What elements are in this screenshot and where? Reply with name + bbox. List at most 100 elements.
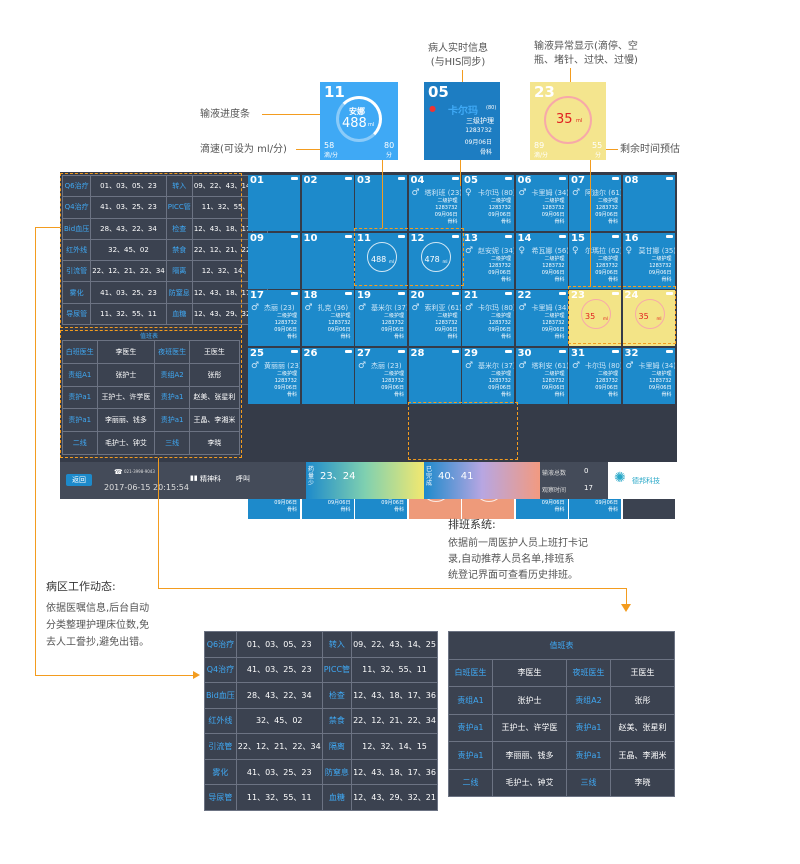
bed-tile[interactable]: 09 [248,232,300,289]
bed-number: 26 [303,347,318,359]
bed-tile[interactable]: 10 [301,232,354,289]
phone-icon: ☎ [114,468,123,476]
bed-number: 28 [410,347,425,359]
bed-number: 09 [250,232,264,244]
duty-role: 二线 [448,768,493,797]
ward-beds: 41、03、25、23 [235,758,323,786]
callout-volume: 35 [556,112,573,127]
annotation-patient-info: 病人实时信息 (与HIS同步) [428,43,488,68]
duty-staff: 李晓 [609,768,676,797]
duty-role: 二线 [62,431,98,455]
ring-unit: ml [389,258,395,264]
company-logo: ✺ 德邦科技 [608,462,677,499]
bed-tile[interactable]: 26 [301,347,354,404]
gender-icon: ♀ [572,245,579,256]
ward-category: 转入 [165,174,193,198]
battery-icon [612,349,619,353]
ward-beds: 11、32、55、11 [235,784,323,811]
gender-icon: ♂ [625,360,634,371]
bed-number: 20 [410,290,425,301]
ward-category: 血糖 [165,302,193,326]
ring-volume: 35 [638,312,649,321]
battery-icon [505,234,512,238]
battery-icon [291,177,298,180]
ward-category: 检查 [165,217,193,240]
bed-number: 01 [250,175,264,186]
battery-icon [291,349,298,353]
bed-tile[interactable]: 01 [248,175,300,231]
bed-number: 25 [250,347,264,359]
bed-number: 31 [571,347,585,359]
bed-tile[interactable]: 08 [622,175,675,231]
ward-category: 红外线 [204,707,237,735]
bed-tile[interactable]: 28 [408,347,461,404]
gender-icon: ♂ [465,245,474,256]
ward-category: Bid血压 [204,682,237,709]
bed-tile[interactable]: 02 [301,175,354,231]
callout-care-level: 三级护理 [466,117,494,125]
progress-ring [634,299,665,329]
battery-icon [398,292,405,295]
battery-icon [665,349,673,353]
battery-icon [665,177,673,180]
progress-ring [420,241,451,272]
duty-title-small: 值班表 [140,333,159,340]
duty-row: 白班医生李医生夜班医生王医生 [62,340,241,364]
return-button[interactable]: 返回 [66,474,92,486]
ward-category: PICC管 [321,656,353,684]
duty-staff: 毛护士、钟艾 [96,431,156,455]
phone-number: 021-3998-9043 [124,469,155,474]
bed-number: 12 [410,232,425,244]
patient-name: 索利亚 (61) [424,304,461,312]
low-drug-panel: 药量少 23、24 [306,462,424,499]
ward-category: 检查 [321,682,353,709]
patient-name: 卡里姆 (34) [531,189,568,197]
patient-name: 阿迪尔 (61) [585,189,621,197]
gender-icon: ♂ [411,188,420,198]
ring-volume: 488 [371,254,387,264]
gender-icon: ♂ [358,303,367,313]
ward-beds: 01、03、05、23 [90,174,167,198]
completed-label: 已完成 [426,466,433,487]
battery-icon [665,292,673,295]
bed-tile[interactable]: 03 [355,175,407,231]
battery-icon [451,349,459,353]
gender-icon: ♂ [518,303,527,313]
patient-name: 赵安妮 (34) [478,246,514,255]
call-label[interactable]: 呼叫 [236,475,250,483]
